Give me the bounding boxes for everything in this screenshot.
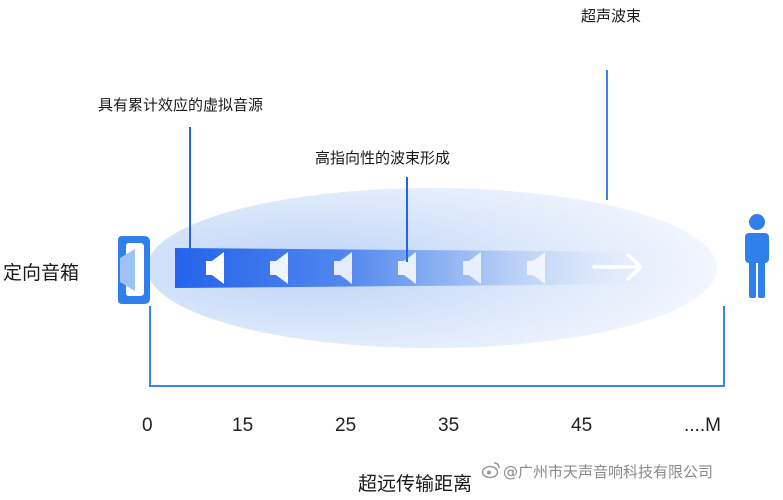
tick-label: 15 <box>232 415 254 436</box>
weibo-icon <box>481 460 501 480</box>
speaker-triangle-icon <box>206 252 224 284</box>
watermark-text: @广州市天声音响科技有限公司 <box>503 463 714 481</box>
tick-label: 0 <box>142 415 153 436</box>
tick-label: ....M <box>684 415 721 436</box>
speaker-triangle-icon <box>270 252 288 284</box>
tick-label: 35 <box>438 415 460 436</box>
speaker-triangle-icon <box>334 252 352 284</box>
label-ultrasonic-beam: 超声波束 <box>581 7 642 25</box>
speaker-triangle-icon <box>463 252 481 284</box>
speaker-triangle-icon <box>527 252 545 284</box>
tick-label: 45 <box>571 415 593 436</box>
label-virtual-source: 具有累计效应的虚拟音源 <box>98 96 264 114</box>
label-speaker: 定向音箱 <box>3 262 80 284</box>
person-icon <box>745 214 769 298</box>
label-distance: 超远传输距离 <box>358 473 473 495</box>
label-directional-beam: 高指向性的波束形成 <box>315 149 451 167</box>
tick-label: 25 <box>335 415 357 436</box>
speaker-icon <box>118 236 150 304</box>
distance-bracket <box>149 306 725 387</box>
arrow-right-icon <box>592 253 643 281</box>
